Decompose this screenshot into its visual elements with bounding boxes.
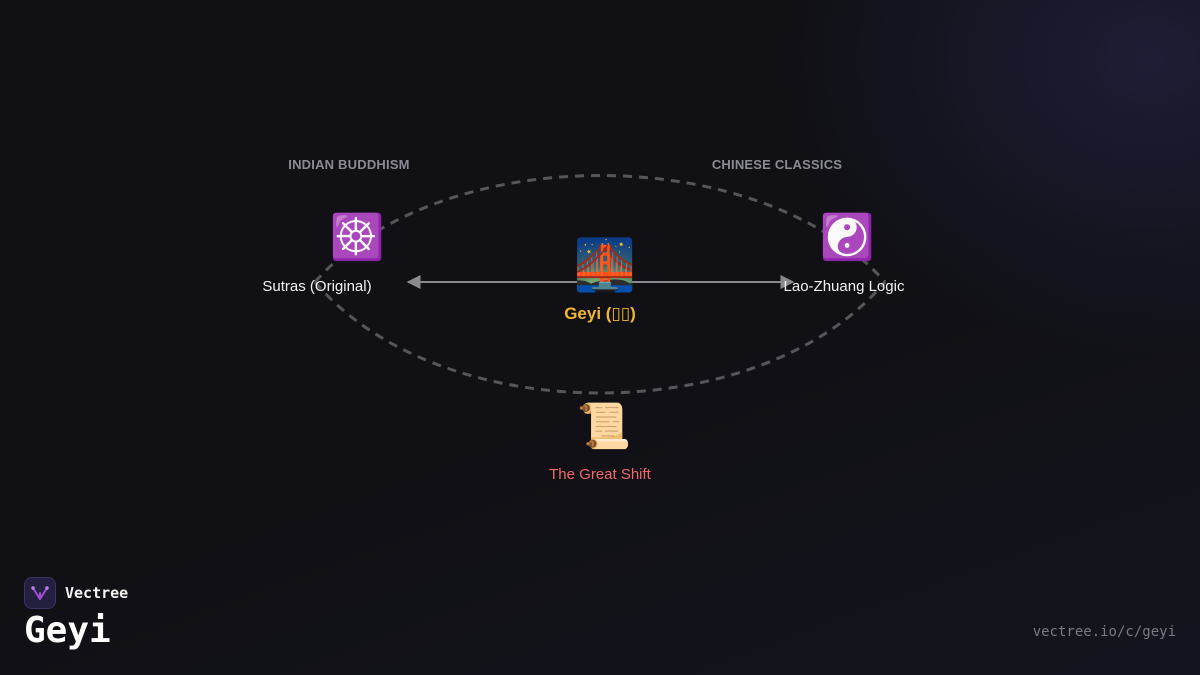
dharma-wheel-icon: ☸️ (329, 213, 385, 262)
section-label-indian-buddhism: INDIAN BUDDHISM (288, 157, 410, 172)
node-label-sutras: Sutras (Original) (262, 278, 372, 295)
brand-name: Vectree (65, 584, 129, 602)
lower-arc (313, 281, 887, 395)
vectree-logo-mark (31, 586, 49, 600)
scroll-icon: 📜 (576, 402, 632, 451)
upper-arc (313, 174, 887, 283)
node-label-lao-zhuang: Lao-Zhuang Logic (783, 278, 905, 295)
bridge-at-night-icon: 🌉 (573, 237, 637, 293)
section-label-chinese-classics: CHINESE CLASSICS (711, 157, 843, 172)
brand[interactable]: Vectree (24, 577, 128, 609)
yin-yang-icon: ☯️ (819, 213, 875, 262)
footer-url[interactable]: vectree.io/c/geyi (1032, 624, 1176, 640)
page-title: Geyi (24, 610, 111, 651)
vectree-logo-icon (24, 577, 56, 609)
node-label-geyi: Geyi (▯▯) (564, 304, 636, 323)
node-label-great-shift: The Great Shift (549, 466, 651, 483)
